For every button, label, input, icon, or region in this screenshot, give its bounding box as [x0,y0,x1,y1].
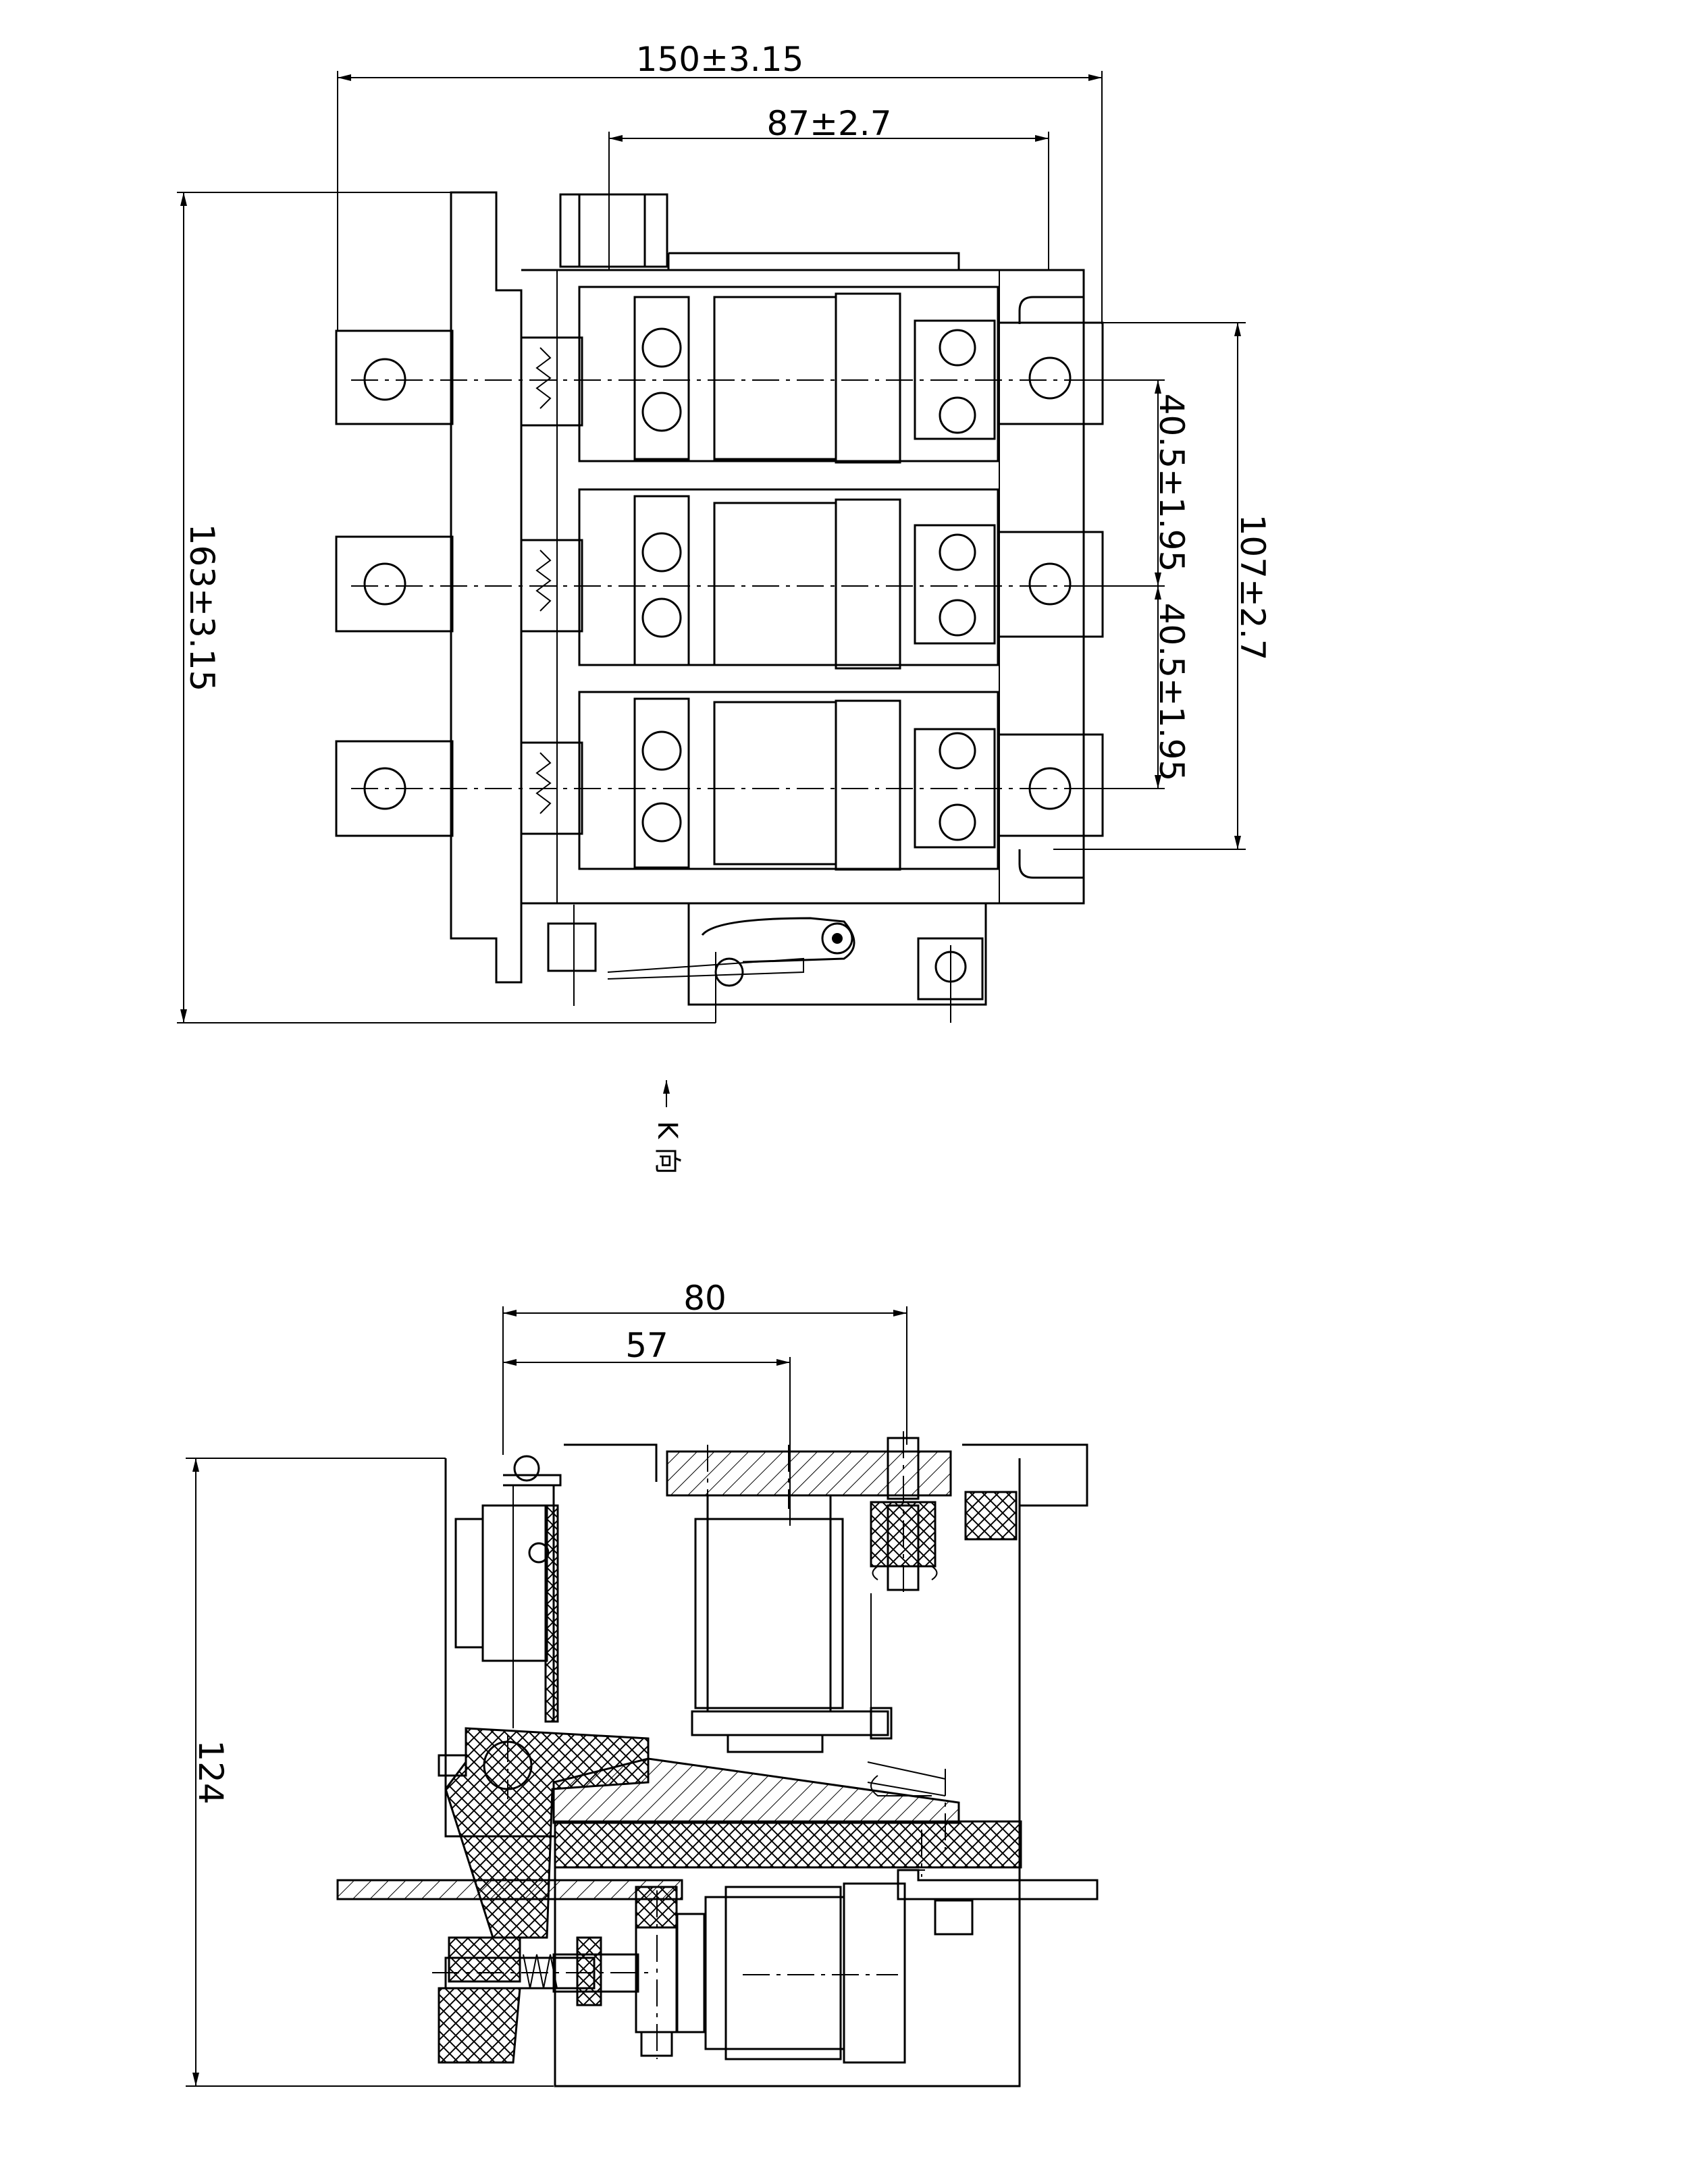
aux-contact-block [454,1455,562,1728]
dim-pole-pitch-2-label: 40.5±1.95 [1152,603,1191,782]
dim-height-label: 124 [191,1740,230,1804]
view-arrow: K 向 [652,1080,683,1174]
bolt-icon [641,802,682,843]
terminal-right [997,321,1104,425]
terminal-right [997,733,1104,837]
dim-pole-pitch-1-label: 40.5±1.95 [1152,394,1191,572]
base [336,1820,1099,1900]
dim-overall-height-label: 163±3.15 [182,524,221,692]
coil [691,1494,893,1753]
side-centerlines [432,1431,946,2059]
terminal-left [335,535,454,633]
bolt-icon [939,396,976,434]
pole-1 [335,286,1104,464]
lower-arm [438,1936,639,2064]
screw-icon [513,1455,540,1482]
top-view: 150±3.15 87±2.7 163±3.15 40.5±1.95 40.5±… [177,40,1272,1174]
bolt-icon [641,532,682,572]
bolt-icon [641,392,682,432]
terminal-left [335,329,454,425]
bolt-icon [939,803,976,841]
top-plate [666,1450,952,1497]
dim-overall-height: 163±3.15 [177,192,716,1023]
dim-overall-width-label: 150±3.15 [636,40,804,79]
dim-overall-width: 150±3.15 [337,40,1103,331]
dim-terminal-span-label: 87±2.7 [766,104,891,143]
view-arrow-label: K 向 [652,1121,683,1175]
dim-outer-terminals: 107±2.7 [1053,322,1272,850]
side-view: 80 57 124 [186,1279,1099,2087]
bolt-icon [641,327,682,368]
dim-width-label: 80 [683,1279,727,1318]
dim-coil-offset-label: 57 [625,1326,668,1365]
bolt-icon [939,732,976,770]
dim-terminal-span: 87±2.7 [608,104,1049,270]
dim-coil-offset: 57 [503,1326,791,1526]
auxiliary-switch [547,902,987,1023]
screw-icon [528,1542,550,1564]
dim-width: 80 [502,1279,907,1455]
dim-height: 124 [186,1458,554,2087]
terminal-right [997,531,1104,638]
bolt-icon [641,730,682,771]
frame [444,1443,1088,2087]
bolt-icon [641,597,682,638]
centerlines [351,379,1107,789]
bolt-icon [939,599,976,637]
dim-pole-pitch: 40.5±1.95 40.5±1.95 [1080,379,1191,789]
pole-3 [335,691,1104,871]
dim-outer-terminals-label: 107±2.7 [1233,514,1272,661]
bolt-icon [939,533,976,571]
bolt-icon [939,329,976,367]
